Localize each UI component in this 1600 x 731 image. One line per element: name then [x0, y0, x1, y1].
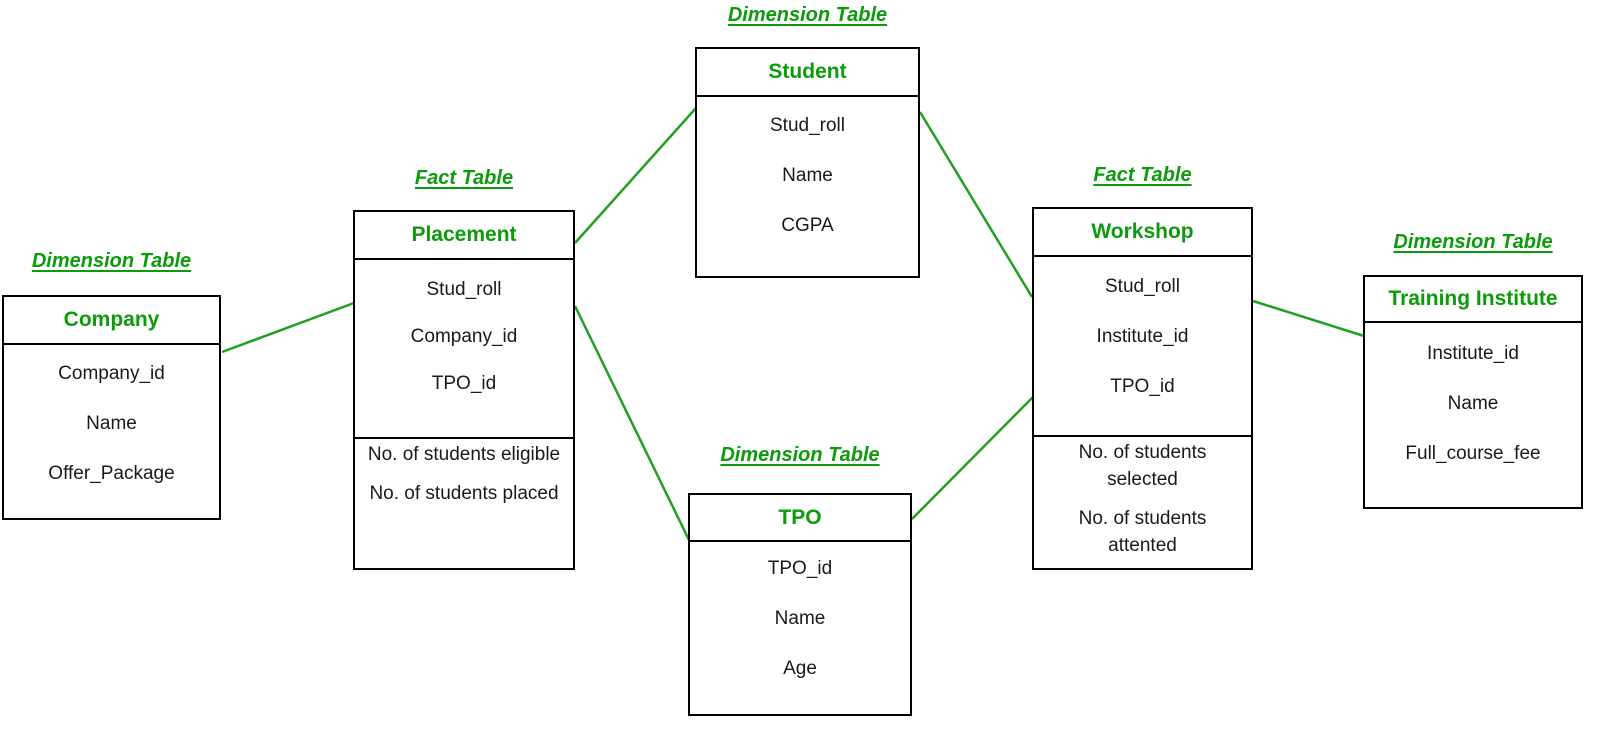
table-placement-fields: Stud_roll Company_id TPO_id: [355, 260, 573, 437]
table-student: Student Stud_roll Name CGPA: [695, 47, 920, 278]
table-training-institute-fields: Institute_id Name Full_course_fee: [1365, 323, 1581, 479]
table-placement-measure: No. of students placed: [369, 483, 559, 504]
table-workshop-field: Stud_roll: [1105, 276, 1180, 297]
table-placement-field: TPO_id: [431, 372, 497, 394]
table-student-field: CGPA: [781, 215, 834, 236]
table-workshop-measures: No. of students selected No. of students…: [1034, 435, 1251, 568]
table-placement-field: Stud_roll: [426, 278, 502, 300]
table-company-title: Company: [4, 297, 219, 345]
company-kind-label: Dimension Table: [31, 250, 192, 272]
table-placement-measure: No. of students eligible: [367, 444, 561, 465]
tpo-kind-label: Dimension Table: [720, 444, 880, 466]
table-workshop-field: TPO_id: [1110, 376, 1175, 397]
student-kind-label: Dimension Table: [727, 4, 888, 26]
table-workshop-measure: No. of students attented: [1078, 508, 1207, 556]
table-placement-title: Placement: [355, 212, 573, 260]
connection-placement-tpo: [573, 305, 691, 541]
table-training-institute: Training Institute Institute_id Name Ful…: [1363, 275, 1583, 509]
table-tpo-field: TPO_id: [767, 558, 833, 579]
connection-tpo-workshop: [911, 396, 1034, 520]
table-tpo-field: Age: [783, 658, 817, 679]
table-company-fields: Company_id Name Offer_Package: [4, 345, 219, 499]
table-training-institute-title: Training Institute: [1365, 277, 1581, 323]
table-student-field: Stud_roll: [770, 115, 845, 136]
table-workshop: Workshop Stud_roll Institute_id TPO_id N…: [1032, 207, 1253, 570]
table-company-field: Company_id: [58, 363, 165, 384]
workshop-kind-label: Fact Table: [1093, 164, 1192, 186]
table-company-field: Name: [86, 413, 137, 434]
connection-company-placement: [221, 301, 355, 354]
table-placement-field: Company_id: [410, 325, 518, 347]
table-workshop-field: Institute_id: [1096, 326, 1189, 347]
table-workshop-fields: Stud_roll Institute_id TPO_id: [1034, 257, 1251, 435]
table-company-field: Offer_Package: [48, 463, 175, 484]
connection-student-workshop: [918, 111, 1034, 298]
table-student-field: Name: [782, 165, 833, 186]
table-company: Company Company_id Name Offer_Package: [2, 295, 221, 520]
table-student-title: Student: [697, 49, 918, 97]
table-placement-measures: No. of students eligible No. of students…: [355, 437, 573, 568]
table-training-institute-field: Full_course_fee: [1405, 443, 1541, 464]
table-tpo-title: TPO: [690, 495, 910, 542]
table-workshop-title: Workshop: [1034, 209, 1251, 257]
connection-placement-student: [574, 107, 697, 244]
table-training-institute-field: Institute_id: [1427, 343, 1519, 364]
placement-kind-label: Fact Table: [414, 167, 514, 189]
table-placement: Placement Stud_roll Company_id TPO_id No…: [353, 210, 575, 570]
training-institute-kind-label: Dimension Table: [1393, 231, 1553, 253]
table-tpo-field: Name: [774, 608, 826, 629]
table-workshop-measure: No. of students selected: [1078, 442, 1207, 490]
connection-workshop-training-institute: [1252, 299, 1365, 338]
table-training-institute-field: Name: [1447, 393, 1499, 414]
table-tpo-fields: TPO_id Name Age: [690, 542, 910, 694]
table-tpo: TPO TPO_id Name Age: [688, 493, 912, 716]
table-student-fields: Stud_roll Name CGPA: [697, 97, 918, 251]
